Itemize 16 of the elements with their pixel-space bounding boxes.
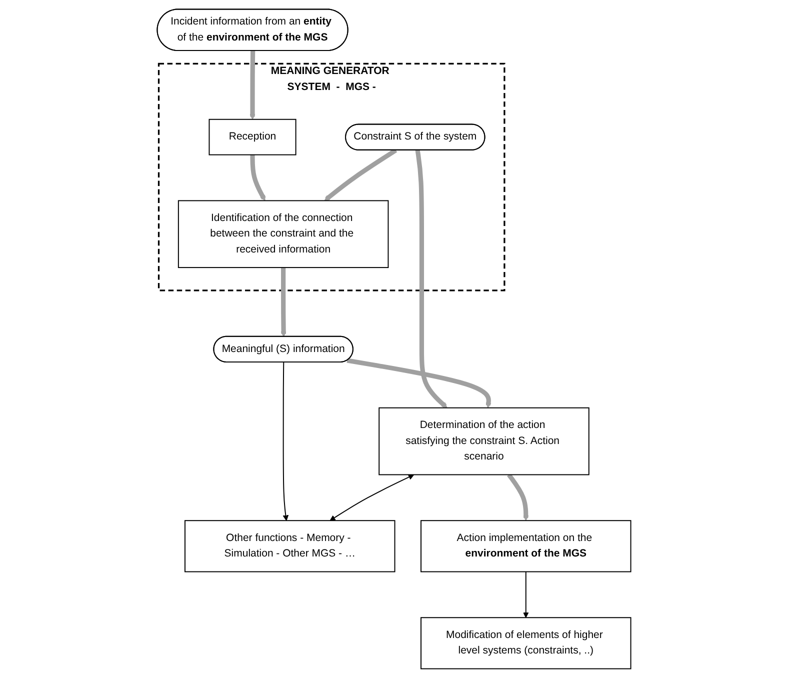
node-box: Modification of elements of higher level systems (constraints, ..)	[420, 617, 631, 670]
node-box: Reception	[208, 118, 296, 156]
node-box: Action implementation on the environment of the MGS	[420, 520, 631, 572]
arrow	[522, 571, 528, 618]
arrow	[280, 268, 286, 337]
node-box: Determination of the action satisfying the constraint S. Action scenario	[378, 407, 589, 476]
arrow	[249, 50, 255, 120]
arrow	[506, 473, 528, 521]
arrow	[414, 150, 447, 408]
arrow	[282, 362, 288, 521]
arrow	[324, 148, 397, 201]
arrow	[329, 474, 414, 521]
arrow	[250, 154, 266, 201]
node-box: Other functions - Memory - Simulation - Other MGS - …	[184, 520, 395, 572]
arrow	[346, 358, 491, 408]
node-box: Identification of the connection between the constraint and the received information	[177, 200, 388, 268]
